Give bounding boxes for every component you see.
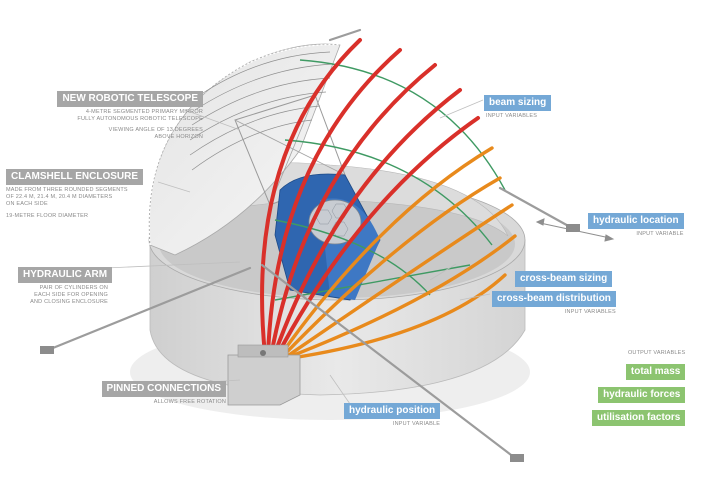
label-beam-sizing: beam sizing INPUT VARIABLES <box>484 92 552 120</box>
telescope-desc-line-4: ABOVE HORIZON <box>154 134 203 140</box>
hydraulic-arm-tag: HYDRAULIC ARM <box>18 267 113 283</box>
output-variables-panel: OUTPUT VARIABLES total mass hydraulic fo… <box>592 350 686 426</box>
roof-ribs <box>189 51 334 171</box>
telescope-desc-line-1: 4-METRE SEGMENTED PRIMARY MIRROR <box>85 109 203 115</box>
telescope-desc-line-2: FULLY AUTONOMOUS ROBOTIC TELESCOPE <box>77 116 203 122</box>
label-clamshell-enclosure: CLAMSHELL ENCLOSURE MADE FROM THREE ROUN… <box>6 166 156 220</box>
red-beams <box>260 38 480 358</box>
cross-beam-distribution-tag: cross-beam distribution <box>492 291 616 307</box>
arm-desc-line-2: EACH SIDE FOR OPENING <box>34 292 108 298</box>
label-pinned-connections: PINNED CONNECTIONS ALLOWS FREE ROTATION <box>86 378 226 406</box>
hydraulic-location-tag: hydraulic location <box>588 213 684 229</box>
cross-beam-sizing-tag: cross-beam sizing <box>515 271 613 287</box>
hydraulic-location-arrow <box>535 218 615 242</box>
label-hydraulic-position: hydraulic position INPUT VARIABLE <box>344 400 441 428</box>
output-total-mass: total mass <box>625 364 686 380</box>
orange-beams <box>278 146 517 360</box>
pinned-connections-tag: PINNED CONNECTIONS <box>101 381 226 397</box>
enclosure-desc-line-1: MADE FROM THREE ROUNDED SEGMENTS <box>6 187 128 193</box>
enclosure-desc-line-2: OF 22.4 m, 21.4 m, 20.4 m DIAMETERS <box>6 194 113 200</box>
hydraulic-position-sub: INPUT VARIABLE <box>392 421 441 427</box>
enclosure-desc-line-3: ON EACH SIDE <box>6 201 48 207</box>
telescope-desc-line-3: VIEWING ANGLE OF 13 DEGREES <box>108 127 203 133</box>
new-robotic-telescope-tag: NEW ROBOTIC TELESCOPE <box>57 91 203 107</box>
beam-sizing-tag: beam sizing <box>484 95 552 111</box>
hydraulic-position-tag: hydraulic position <box>344 403 441 419</box>
label-new-robotic-telescope: NEW ROBOTIC TELESCOPE 4-METRE SEGMENTED … <box>53 88 203 141</box>
clamshell-enclosure-tag: CLAMSHELL ENCLOSURE <box>6 169 144 185</box>
hydraulic-arms <box>46 28 574 460</box>
enclosure-desc-line-4: 19-METRE FLOOR DIAMETER <box>6 213 89 219</box>
label-hydraulic-arm: HYDRAULIC ARM PAIR OF CYLINDERS ON EACH … <box>18 264 113 306</box>
arm-desc-line-1: PAIR OF CYLINDERS ON <box>39 285 108 291</box>
pinned-desc-line-1: ALLOWS FREE ROTATION <box>153 399 226 405</box>
beam-sizing-sub: INPUT VARIABLES <box>486 113 538 119</box>
label-cross-beam-distribution: cross-beam distribution INPUT VARIABLES <box>492 288 616 316</box>
hydraulic-location-sub: INPUT VARIABLE <box>636 231 684 237</box>
output-variables-heading: OUTPUT VARIABLES <box>627 350 686 356</box>
pinned-connection <box>227 344 301 406</box>
output-hydraulic-forces: hydraulic forces <box>598 387 686 403</box>
cross-beam-distribution-sub: INPUT VARIABLES <box>564 309 616 315</box>
dome-outline-dotted <box>148 43 381 246</box>
output-utilisation-factors: utilisation factors <box>592 410 686 426</box>
arm-desc-line-3: AND CLOSING ENCLOSURE <box>30 299 108 305</box>
label-cross-beam-sizing: cross-beam sizing <box>515 268 613 287</box>
label-hydraulic-location: hydraulic location INPUT VARIABLE <box>588 210 684 238</box>
arm-feet <box>40 224 580 462</box>
